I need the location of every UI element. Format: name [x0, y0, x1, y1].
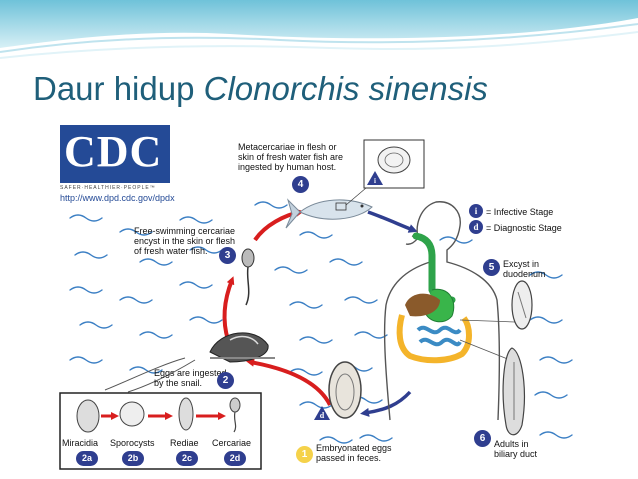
adult-fluke	[502, 347, 525, 436]
stage-2-label: Eggs are ingested by the snail.	[154, 368, 227, 388]
slide-title-species: Clonorchis sinensis	[203, 70, 488, 107]
snail-stage-a-label: Miracidia	[62, 438, 99, 448]
excysted-larva	[511, 280, 533, 330]
slide-header-wave	[0, 0, 638, 59]
svg-text:i: i	[374, 177, 376, 185]
stage-2-badge: 2	[217, 372, 234, 389]
slide-title: Daur hidup Clonorchis sinensis	[33, 70, 488, 108]
stage-1-badge: 1	[296, 446, 313, 463]
stage-6-label: Adults in biliary duct	[494, 439, 538, 459]
snail-stage-b-badge: 2b	[122, 451, 144, 466]
water-waves	[69, 201, 573, 444]
snail-stage-d-label: Cercariae	[212, 438, 252, 448]
cercaria-illustration	[241, 248, 255, 306]
metacercaria-inset: i	[345, 139, 425, 206]
stage-1-label: Embryonated eggs passed in feces.	[316, 443, 392, 463]
legend-infective-label: = Infective Stage	[486, 207, 554, 217]
digestive-tract	[396, 232, 472, 364]
snail-stage-a-badge: 2a	[76, 451, 98, 466]
cdc-tagline: SAFER·HEALTHIER·PEOPLE™	[60, 185, 156, 191]
legend-diagnostic-label: = Diagnostic Stage	[486, 223, 562, 233]
snail-stage-b-label: Sporocysts	[110, 438, 155, 448]
snail-stage-c-label: Rediae	[170, 438, 199, 448]
embryonated-egg: d	[314, 361, 362, 420]
slide-title-prefix: Daur hidup	[33, 70, 204, 107]
arrow-fish-to-human	[367, 210, 418, 233]
svg-text:d: d	[320, 411, 325, 420]
snail-illustration	[209, 332, 275, 363]
arrow-snail-to-cercaria	[222, 276, 235, 341]
stage-3-badge: 3	[219, 247, 236, 264]
legend-infective-badge: i	[469, 204, 483, 218]
stage-4-badge: 4	[292, 176, 309, 193]
stage-5-badge: 5	[483, 259, 500, 276]
stage-5-label: Excyst in duodenum	[503, 259, 546, 279]
stage-4-label: Metacercariae in flesh or skin of fresh …	[238, 142, 344, 172]
stage-3-label: Free-swimming cercariae encyst in the sk…	[134, 226, 236, 256]
arrow-egg-to-snail	[246, 358, 332, 406]
cdc-url: http://www.dpd.cdc.gov/dpdx	[60, 193, 175, 203]
fish-illustration	[285, 198, 373, 229]
cdc-logo-text: CDC	[64, 127, 163, 176]
cdc-logo	[60, 125, 170, 183]
legend-diagnostic-badge: d	[469, 220, 483, 234]
snail-stage-c-badge: 2c	[176, 451, 198, 466]
stage-6-badge: 6	[474, 430, 491, 447]
snail-stage-d-badge: 2d	[224, 451, 246, 466]
arrow-human-to-egg	[360, 390, 412, 417]
